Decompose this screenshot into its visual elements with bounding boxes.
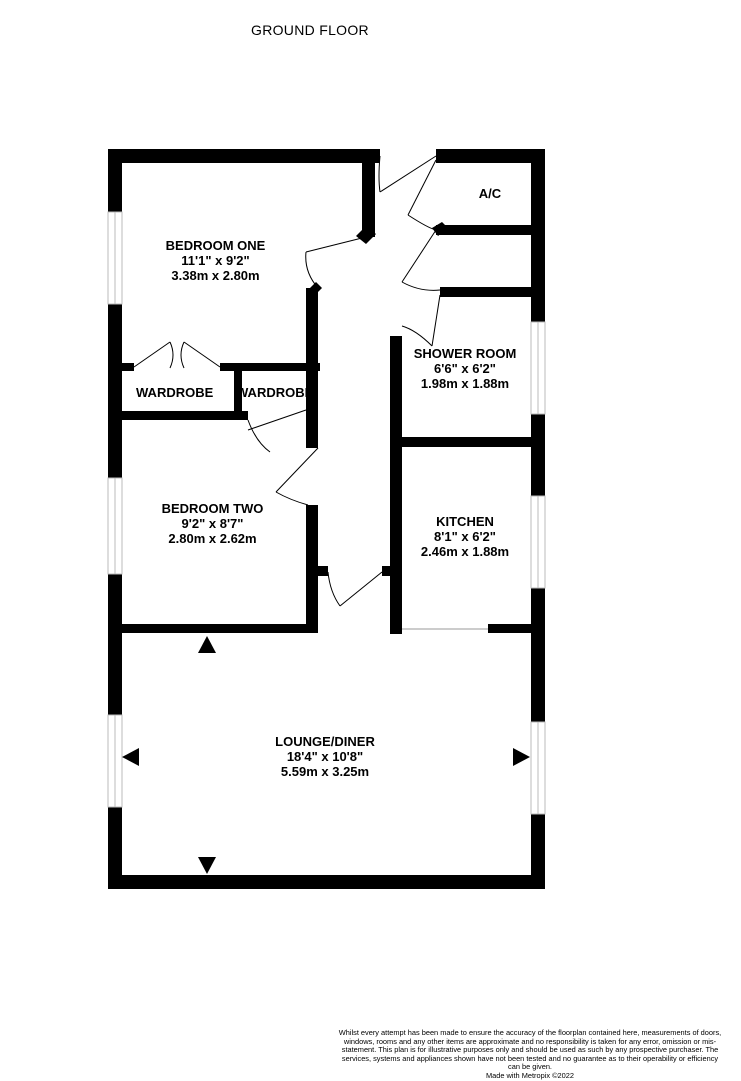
- room-lounge-diner: LOUNGE/DINER 18'4" x 10'8" 5.59m x 3.25m: [245, 734, 405, 779]
- room-name: SHOWER ROOM: [413, 346, 517, 361]
- room-metric: 3.38m x 2.80m: [171, 268, 260, 283]
- room-imperial: 18'4" x 10'8": [286, 749, 364, 764]
- outer-wall-bottom: [108, 875, 545, 889]
- room-imperial: 9'2" x 8'7": [181, 516, 244, 531]
- room-name: LOUNGE/DINER: [275, 734, 375, 749]
- door-stop-hall: [382, 566, 392, 576]
- disclaimer-text: Whilst every attempt has been made to en…: [338, 1028, 722, 1072]
- shower-kitchen-wall: [390, 437, 545, 447]
- room-imperial: 11'1" x 9'2": [181, 253, 250, 268]
- jamb-a: [436, 149, 446, 163]
- room-metric: 2.46m x 1.88m: [420, 544, 510, 559]
- room-wardrobe-1: WARDROBE: [136, 385, 214, 400]
- room-metric: 2.80m x 2.62m: [168, 531, 257, 546]
- arrow-down-icon: [198, 857, 216, 874]
- jamb-c: [440, 287, 448, 297]
- hall-right-wall: [390, 336, 402, 634]
- disclaimer: Whilst every attempt has been made to en…: [335, 1028, 725, 1081]
- bedroom-two-bottom-wall: [108, 624, 318, 633]
- credit: Made with Metropix ©2022: [485, 1070, 575, 1080]
- outer-wall-top-left: [108, 149, 380, 163]
- bedroom-one-right-wall: [362, 149, 375, 237]
- wardrobe-bottom-wall: [108, 411, 248, 420]
- room-metric: 5.59m x 3.25m: [280, 764, 370, 779]
- wardrobe-top-right: [220, 363, 320, 371]
- room-imperial: 6'6" x 6'2": [434, 361, 496, 376]
- door-stop-bedroom-two: [318, 566, 328, 576]
- kitchen-bottom-wall: [488, 624, 545, 633]
- hall-left-wall-lower: [306, 505, 318, 633]
- room-name: A/C: [478, 186, 502, 201]
- arrow-right-icon: [513, 748, 530, 766]
- outer-wall-top-right: [436, 149, 545, 163]
- room-wardrobe-2: WARDROBE: [236, 385, 314, 400]
- hall-left-wall-upper: [306, 288, 318, 448]
- ac-divider-upper: [436, 225, 545, 235]
- wardrobe-divider: [234, 363, 242, 420]
- room-ac: A/C: [460, 186, 520, 201]
- floor-title: GROUND FLOOR: [251, 22, 369, 38]
- room-name: KITCHEN: [436, 514, 494, 529]
- arrow-left-icon: [122, 748, 139, 766]
- room-kitchen: KITCHEN 8'1" x 6'2" 2.46m x 1.88m: [402, 514, 528, 559]
- arrows: [122, 636, 530, 874]
- room-name: BEDROOM TWO: [161, 501, 264, 516]
- doors: [133, 155, 441, 607]
- arrow-up-icon: [198, 636, 216, 653]
- room-metric: 1.98m x 1.88m: [420, 376, 510, 391]
- room-bedroom-one: BEDROOM ONE 11'1" x 9'2" 3.38m x 2.80m: [148, 238, 283, 283]
- wardrobe-top-left: [108, 363, 134, 371]
- room-imperial: 8'1" x 6'2": [434, 529, 496, 544]
- room-name: BEDROOM ONE: [165, 238, 266, 253]
- shower-top-wall: [440, 287, 545, 297]
- room-bedroom-two: BEDROOM TWO 9'2" x 8'7" 2.80m x 2.62m: [145, 501, 280, 546]
- room-shower: SHOWER ROOM 6'6" x 6'2" 1.98m x 1.88m: [402, 346, 528, 391]
